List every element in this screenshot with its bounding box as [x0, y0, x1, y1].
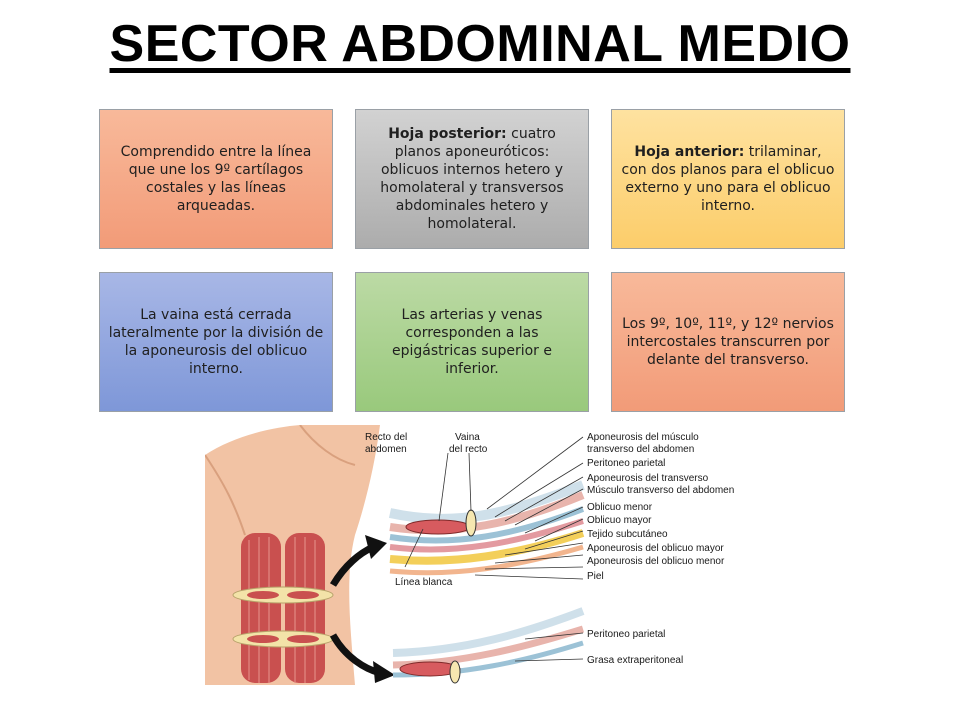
- info-box-text: Los 9º, 10º, 11º, y 12º nervios intercos…: [622, 316, 834, 368]
- info-box-text: La vaina está cerrada lateralmente por l…: [108, 307, 324, 377]
- label-layer: Oblicuo mayor: [587, 515, 652, 526]
- label-vaina: del recto: [449, 444, 488, 455]
- info-box-limits: Comprendido entre la línea que une los 9…: [99, 109, 333, 249]
- label-layer: Grasa extraperitoneal: [587, 655, 683, 666]
- arrow-icon: [329, 633, 395, 683]
- label-layer: Peritoneo parietal: [587, 458, 665, 469]
- info-box-vessels: Las arterias y venas corresponden a las …: [355, 272, 589, 412]
- label-layer: Tejido subcutáneo: [587, 529, 668, 540]
- label-layer: Aponeurosis del oblicuo mayor: [587, 543, 724, 554]
- label-layer: Músculo transverso del abdomen: [587, 485, 734, 496]
- lower-cross-section: [392, 607, 585, 685]
- label-recto: abdomen: [365, 444, 407, 455]
- label-vaina: Vaina: [455, 432, 480, 443]
- label-recto: Recto del: [365, 432, 407, 443]
- label-layer: Aponeurosis del oblicuo menor: [587, 556, 725, 567]
- page-title: SECTOR ABDOMINAL MEDIO: [109, 15, 851, 73]
- info-box-sheath-closure: La vaina está cerrada lateralmente por l…: [99, 272, 333, 412]
- arrow-icon: [329, 535, 387, 587]
- info-box-nerves: Los 9º, 10º, 11º, y 12º nervios intercos…: [611, 272, 845, 412]
- label-layer: Peritoneo parietal: [587, 629, 665, 640]
- leader-lines: [404, 436, 584, 662]
- label-layer: Oblicuo menor: [587, 502, 653, 513]
- info-box-text: Las arterias y venas corresponden a las …: [391, 307, 552, 377]
- info-box-text: Comprendido entre la línea que une los 9…: [120, 144, 312, 214]
- info-box-text: Hoja posterior: cuatro planos aponeuróti…: [380, 126, 564, 232]
- info-box-posterior-sheet: Hoja posterior: cuatro planos aponeuróti…: [355, 109, 589, 249]
- label-layer: Aponeurosis del músculo: [587, 432, 699, 443]
- torso-illustration: [205, 425, 380, 685]
- label-layer: transverso del abdomen: [587, 444, 694, 455]
- upper-cross-section: [388, 469, 585, 581]
- label-linea-blanca: Línea blanca: [395, 577, 453, 588]
- label-layer: Aponeurosis del transverso: [587, 473, 709, 484]
- label-layer: Piel: [587, 571, 604, 582]
- info-box-anterior-sheet: Hoja anterior: trilaminar, con dos plano…: [611, 109, 845, 249]
- info-box-text: Hoja anterior: trilaminar, con dos plano…: [621, 144, 835, 214]
- anatomy-figure: Recto del abdomen Vaina del recto Línea …: [205, 425, 734, 685]
